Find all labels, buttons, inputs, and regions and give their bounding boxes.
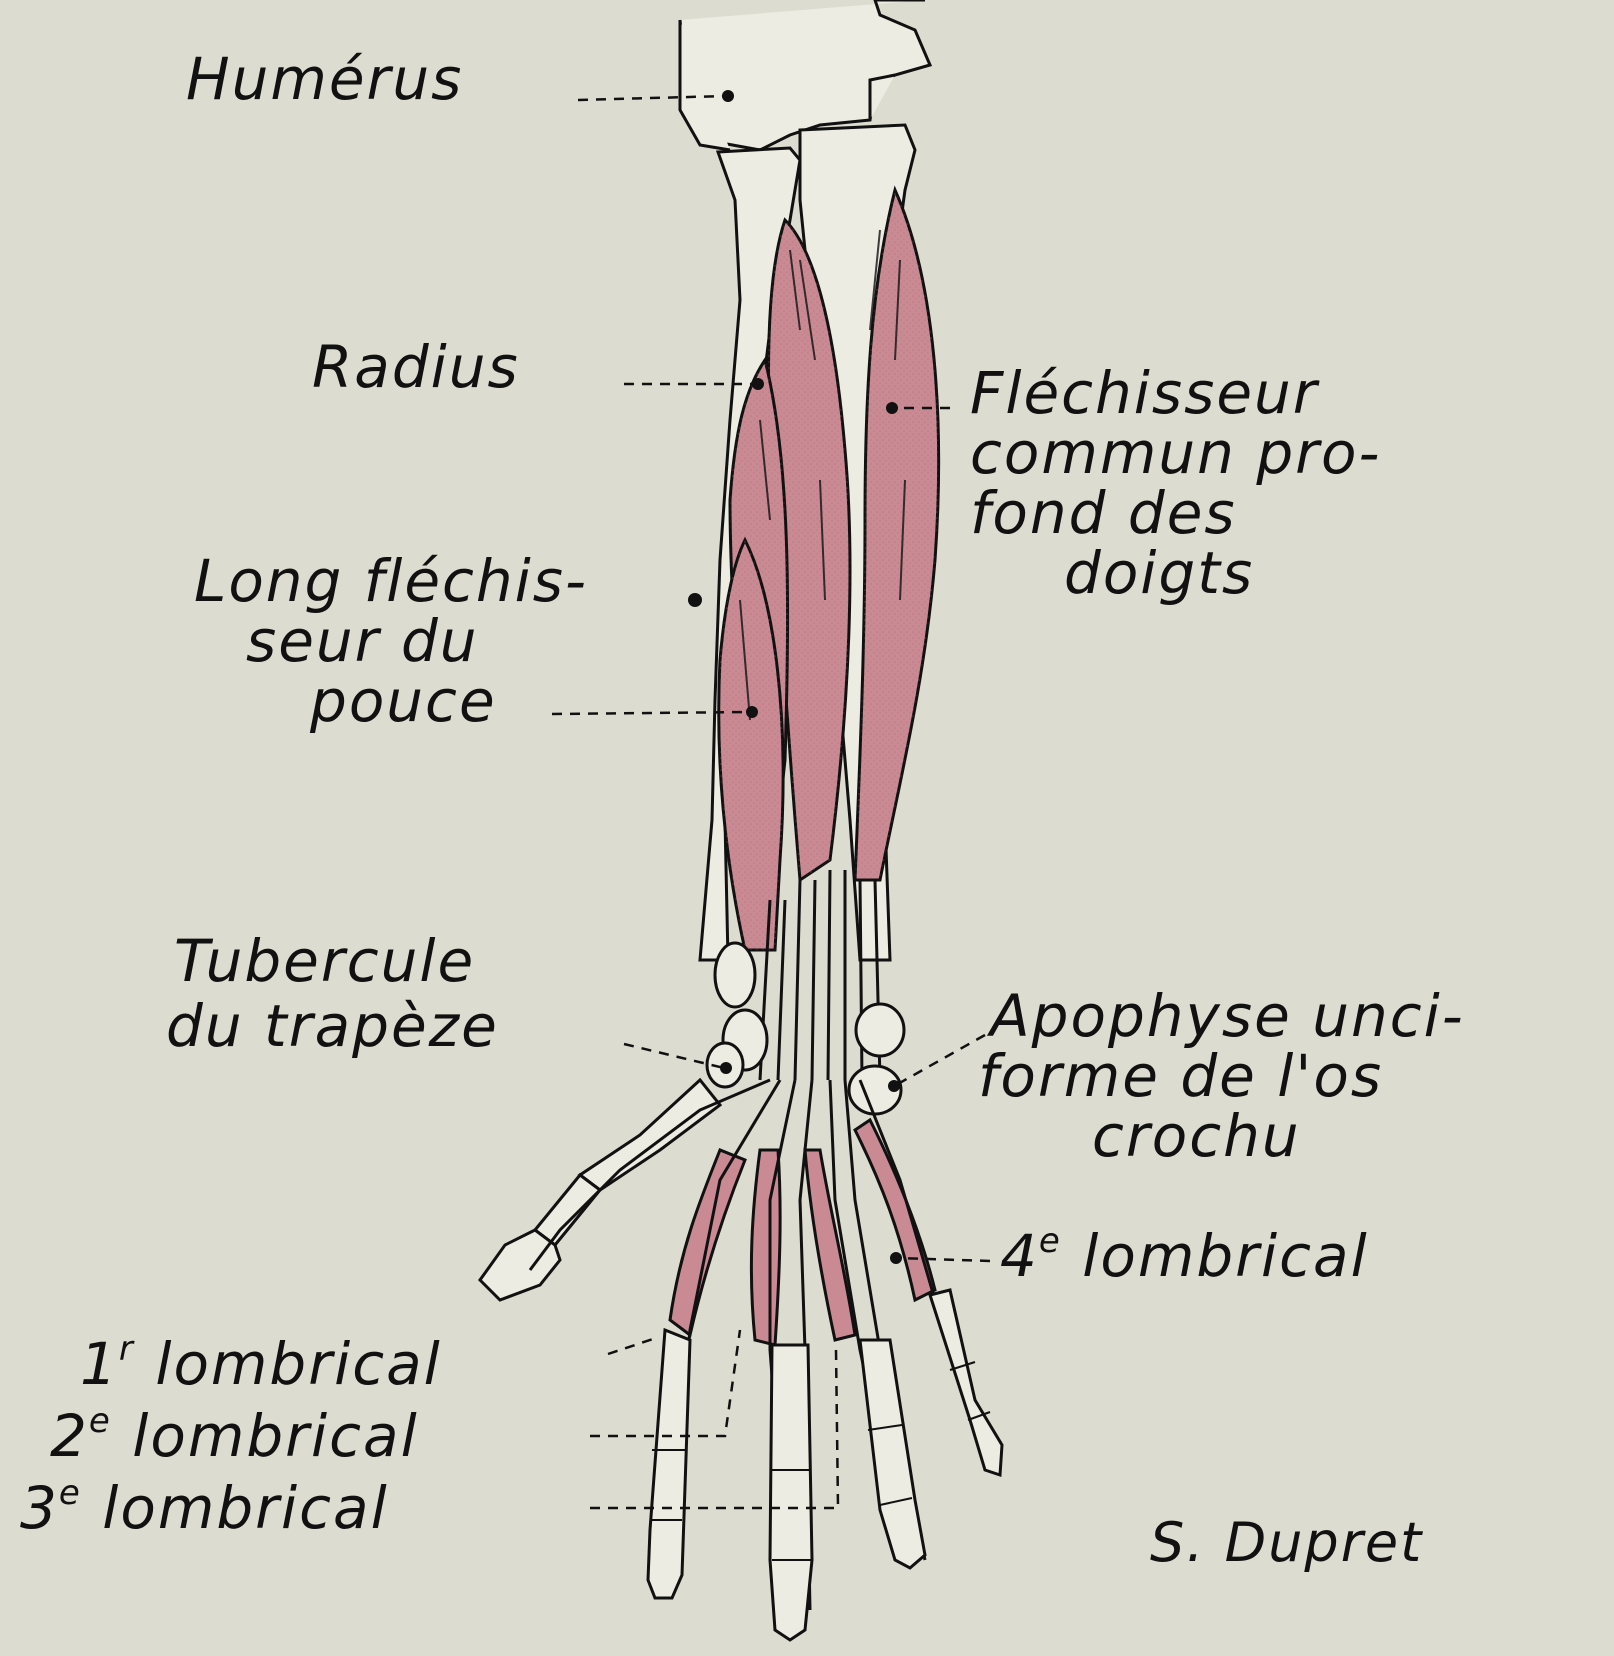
carpal-bones xyxy=(707,943,904,1114)
lombrical-3-suffix: e xyxy=(59,1473,82,1513)
label-flechisseur-line3: fond des xyxy=(970,482,1237,544)
lombrical-4-number: 4 xyxy=(1000,1222,1039,1290)
lombrical-1-number: 1 xyxy=(80,1330,119,1398)
label-lombrical-2: 2e lombrical xyxy=(50,1390,419,1467)
label-flechisseur-line4: doigts xyxy=(1064,542,1254,604)
artist-signature: S. Dupret xyxy=(1150,1512,1423,1574)
lombrical-2-suffix: e xyxy=(89,1401,112,1441)
label-radius: Radius xyxy=(312,336,520,398)
label-apophyse-line2: forme de l'os xyxy=(978,1045,1383,1107)
lombrical-1-text: lombrical xyxy=(155,1330,441,1398)
label-long-flechisseur-line1: Long fléchis- xyxy=(194,550,588,612)
label-apophyse-line1: Apophyse unci- xyxy=(990,985,1465,1047)
lombrical-3-number: 3 xyxy=(20,1474,59,1542)
label-lombrical-3: 3e lombrical xyxy=(20,1462,389,1539)
label-apophyse-line3: crochu xyxy=(1092,1105,1301,1167)
label-tubercule-line1: Tubercule xyxy=(174,930,475,992)
lombrical-2-number: 2 xyxy=(50,1402,89,1470)
lombrical-4-text: lombrical xyxy=(1082,1222,1368,1290)
lombrical-3-text: lombrical xyxy=(102,1474,388,1542)
label-tubercule-line2: du trapèze xyxy=(166,995,499,1057)
finger-bones xyxy=(648,1290,1002,1640)
label-humerus: Humérus xyxy=(186,48,463,110)
label-lombrical-1: 1r lombrical xyxy=(80,1318,442,1395)
label-flechisseur-line1: Fléchisseur xyxy=(970,362,1319,424)
label-flechisseur-line2: commun pro- xyxy=(970,422,1381,484)
lombrical-2-text: lombrical xyxy=(132,1402,418,1470)
label-long-flechisseur-line3: pouce xyxy=(310,670,497,732)
label-lombrical-4: 4e lombrical xyxy=(1000,1210,1369,1287)
lombrical-1-suffix: r xyxy=(119,1329,135,1369)
label-long-flechisseur-line2: seur du xyxy=(246,610,479,672)
lombrical-4-suffix: e xyxy=(1039,1221,1062,1261)
